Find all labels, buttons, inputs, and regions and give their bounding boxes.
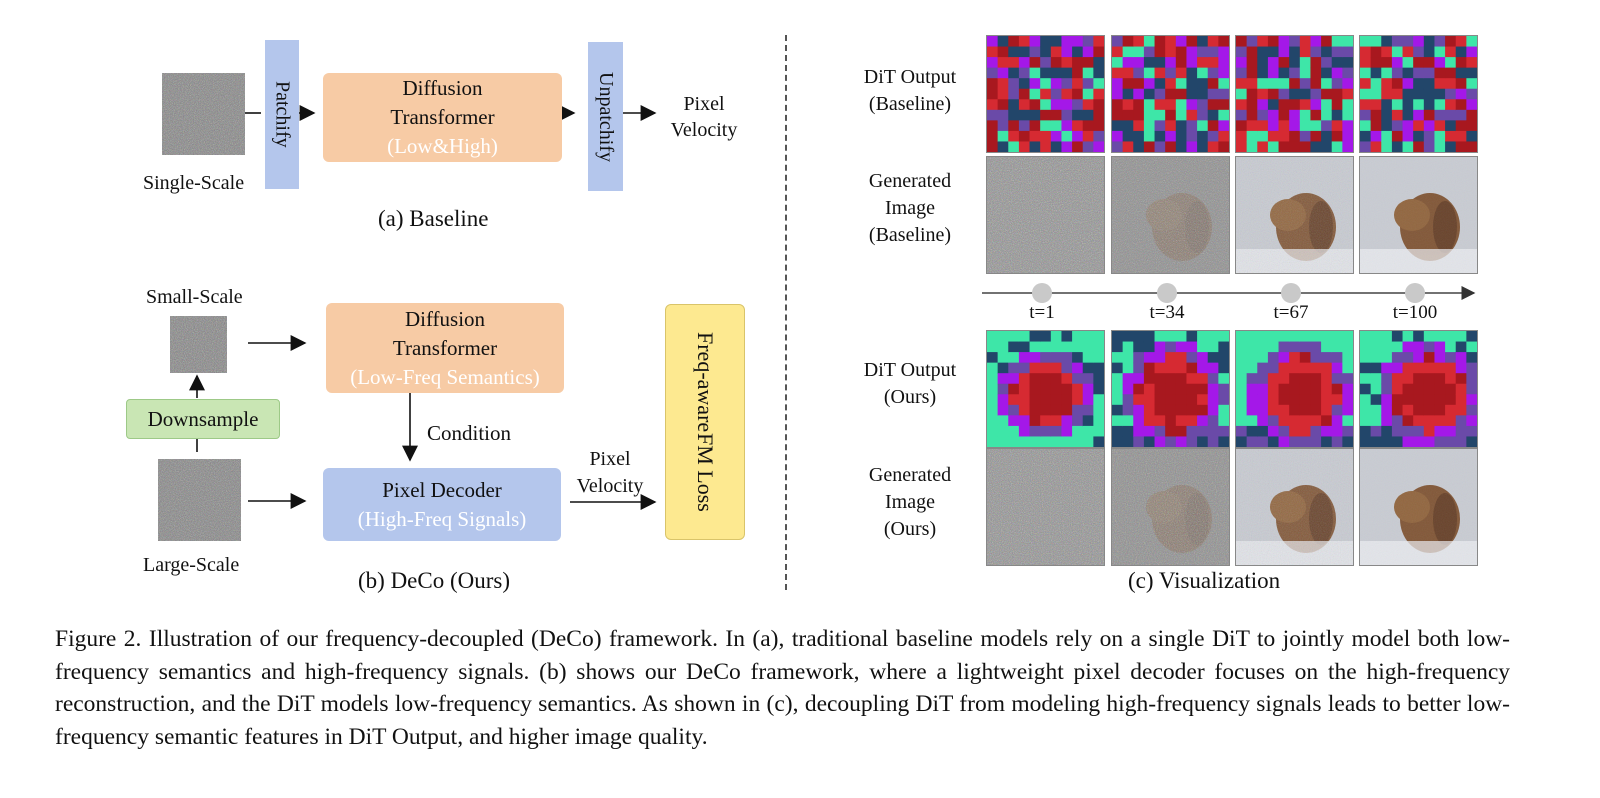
generated-image-ours-2 xyxy=(1111,448,1230,566)
generated-image-ours-4 xyxy=(1359,448,1478,566)
dit-output-ours-4 xyxy=(1359,330,1478,448)
deco-output-line-2: Velocity xyxy=(576,475,644,497)
timeline xyxy=(982,283,1476,303)
patchify-label: Patchify xyxy=(271,81,294,148)
pixel-decoder-title: Pixel Decoder xyxy=(382,477,502,502)
dit-output-baseline-2 xyxy=(1111,35,1230,153)
timeline-dot-2 xyxy=(1157,283,1177,303)
timeline-dot-1 xyxy=(1032,283,1052,303)
pixel-decoder-box: Pixel Decoder (High-Freq Signals) xyxy=(323,468,561,541)
small-scale-noise-image xyxy=(170,316,227,373)
deco-dit-title-1: Diffusion xyxy=(404,306,486,331)
single-scale-label: Single-Scale xyxy=(143,172,245,194)
dit-output-baseline-1 xyxy=(986,35,1105,153)
baseline-output-line-1: Pixel xyxy=(683,93,725,115)
viz-caption: (c) Visualization xyxy=(1128,568,1281,593)
loss-line-2: FM Loss xyxy=(693,432,718,512)
viz-row-1-label: DiT Output (Baseline) xyxy=(845,64,975,118)
small-scale-label: Small-Scale xyxy=(146,286,243,308)
deco-caption: (b) DeCo (Ours) xyxy=(358,568,511,593)
viz-row-2-label: Generated Image (Baseline) xyxy=(845,168,975,249)
timestep-2: t=34 xyxy=(1149,302,1185,323)
figure-caption: Figure 2. Illustration of our frequency-… xyxy=(55,626,1510,750)
patchify-bar xyxy=(265,40,299,189)
timestep-1: t=1 xyxy=(1029,302,1055,323)
viz-row-2-line-3: (Baseline) xyxy=(868,224,952,246)
freq-aware-loss-box: Freq-aware FM Loss xyxy=(665,304,745,540)
viz-row-4-line-3: (Ours) xyxy=(883,518,937,540)
baseline-dit-title-1: Diffusion xyxy=(402,76,483,100)
deco-dit-title-2: Transformer xyxy=(392,335,498,360)
viz-row-1-line-2: (Baseline) xyxy=(868,93,952,115)
viz-row-3-label: DiT Output (Ours) xyxy=(845,357,975,411)
loss-line-1: Freq-aware xyxy=(693,332,718,433)
downsample-box: Downsample xyxy=(126,399,280,439)
large-scale-label: Large-Scale xyxy=(143,554,240,576)
timeline-dot-3 xyxy=(1281,283,1301,303)
dit-output-baseline-3 xyxy=(1235,35,1354,153)
viz-row-4-line-1: Generated xyxy=(868,464,952,486)
viz-row-2-line-1: Generated xyxy=(868,170,952,192)
deco-dit-subtitle: (Low-Freq Semantics) xyxy=(350,364,540,389)
dit-output-ours-3 xyxy=(1235,330,1354,448)
pixel-decoder-subtitle: (High-Freq Signals) xyxy=(357,506,527,531)
dit-output-ours-2 xyxy=(1111,330,1230,448)
baseline-caption: (a) Baseline xyxy=(378,206,489,231)
generated-image-baseline-4 xyxy=(1359,156,1478,274)
viz-row-3-line-2: (Ours) xyxy=(883,386,937,408)
condition-label: Condition xyxy=(427,421,512,445)
baseline-output-label: Pixel Velocity xyxy=(664,91,744,143)
timestep-4: t=100 xyxy=(1392,302,1438,323)
viz-row-1-line-1: DiT Output xyxy=(863,66,957,88)
dit-output-baseline-4 xyxy=(1359,35,1478,153)
generated-image-baseline-3 xyxy=(1235,156,1354,274)
deco-output-label: Pixel Velocity xyxy=(568,446,652,500)
generated-image-ours-1 xyxy=(986,448,1105,566)
single-scale-noise-image xyxy=(162,73,245,155)
deco-output-line-1: Pixel xyxy=(589,448,631,470)
unpatchify-bar xyxy=(588,42,623,191)
viz-row-3-line-1: DiT Output xyxy=(863,359,957,381)
viz-row-2-line-2: Image xyxy=(885,197,935,219)
viz-row-4-line-2: Image xyxy=(885,491,935,513)
baseline-dit-title-2: Transformer xyxy=(390,105,495,129)
viz-row-4-label: Generated Image (Ours) xyxy=(845,462,975,543)
large-scale-noise-image xyxy=(158,459,241,541)
timestep-3: t=67 xyxy=(1273,302,1309,323)
panel-divider xyxy=(785,35,787,590)
baseline-output-line-2: Velocity xyxy=(670,119,738,141)
baseline-dit-subtitle: (Low&High) xyxy=(387,134,498,158)
generated-image-baseline-1 xyxy=(986,156,1105,274)
generated-image-ours-3 xyxy=(1235,448,1354,566)
generated-image-baseline-2 xyxy=(1111,156,1230,274)
dit-output-ours-1 xyxy=(986,330,1105,448)
deco-dit-box: Diffusion Transformer (Low-Freq Semantic… xyxy=(326,303,564,393)
unpatchify-label: Unpatchify xyxy=(595,71,617,162)
baseline-dit-box: Diffusion Transformer (Low&High) xyxy=(323,73,562,162)
timeline-dot-4 xyxy=(1405,283,1425,303)
